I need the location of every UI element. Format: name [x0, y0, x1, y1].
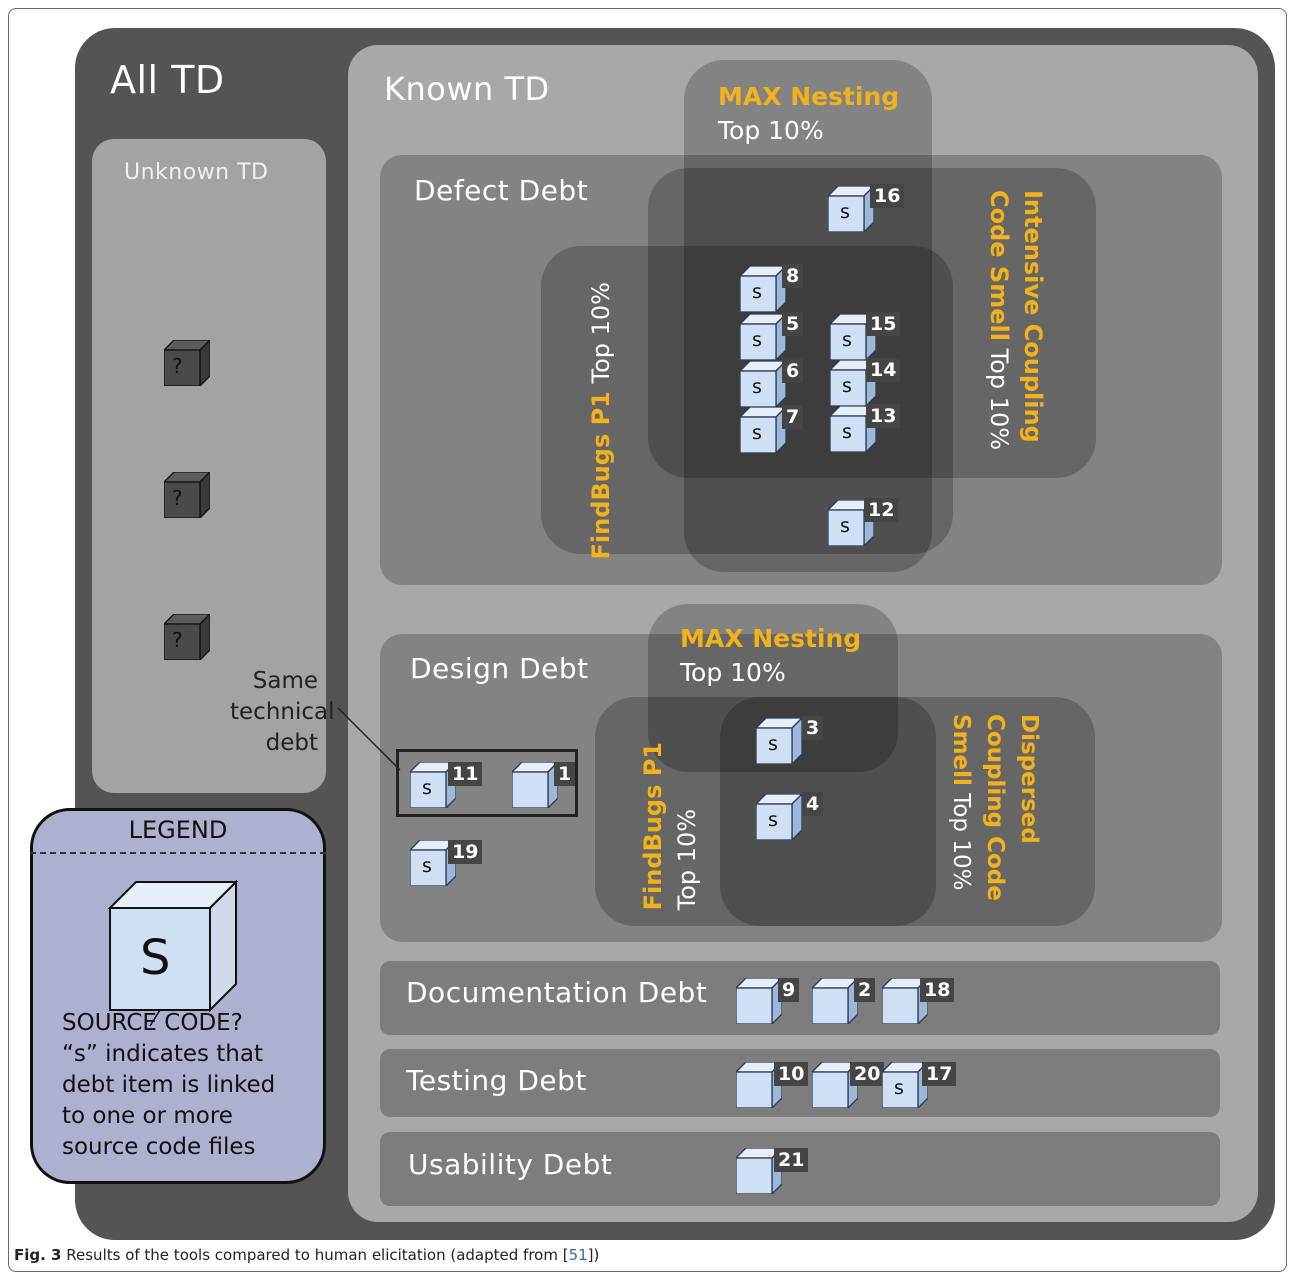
unknown-cube: ?	[164, 340, 210, 390]
legend-title: LEGEND	[128, 816, 228, 844]
design-debt-label: Design Debt	[410, 652, 589, 685]
design-findbugs-region	[595, 697, 1095, 926]
debt-item-1: 1	[512, 762, 576, 812]
defect-debt-label: Defect Debt	[414, 174, 589, 207]
known-td-label: Known TD	[384, 70, 550, 108]
design-top10-label: Top 10%	[680, 658, 786, 687]
unknown-td-label: Unknown TD	[124, 160, 269, 185]
figure-caption: Fig. 3 Results of the tools compared to …	[14, 1246, 600, 1264]
defect-max-nesting-label: MAX Nesting	[718, 82, 900, 111]
defect-top10-label: Top 10%	[718, 116, 824, 145]
all-td-label: All TD	[110, 58, 225, 102]
same-debt-box	[396, 749, 578, 817]
debt-item-9: 9	[736, 978, 800, 1028]
same-debt-connector	[337, 707, 401, 771]
question-mark: ?	[172, 628, 183, 652]
debt-item-21: 21	[736, 1148, 809, 1198]
legend-pointer	[149, 1009, 161, 1027]
legend-header	[30, 808, 326, 854]
design-max-nesting-label: MAX Nesting	[680, 624, 862, 653]
unknown-cube: ?	[164, 614, 210, 664]
legend-description: SOURCE CODE? “s” indicates that debt ite…	[62, 1010, 276, 1160]
legend-cube-icon	[108, 880, 239, 1012]
testing-debt-label: Testing Debt	[406, 1064, 587, 1097]
debt-item-2: 2	[812, 978, 876, 1028]
defect-findbugs-label: FindBugs P1 Top 10%	[587, 282, 615, 560]
documentation-debt-label: Documentation Debt	[406, 976, 708, 1009]
unknown-td-region	[92, 139, 326, 793]
documentation-debt-region	[380, 961, 1220, 1035]
debt-item-20: 20	[812, 1062, 885, 1112]
legend-source-s: S	[140, 930, 171, 986]
debt-item-18: 18	[882, 978, 955, 1028]
figure-frame	[8, 8, 1287, 1272]
question-mark: ?	[172, 354, 183, 378]
usability-debt-label: Usability Debt	[408, 1148, 613, 1181]
unknown-cube: ?	[164, 472, 210, 522]
debt-item-10: 10	[736, 1062, 809, 1112]
question-mark: ?	[172, 486, 183, 510]
reference-link[interactable]: 51	[568, 1246, 588, 1264]
